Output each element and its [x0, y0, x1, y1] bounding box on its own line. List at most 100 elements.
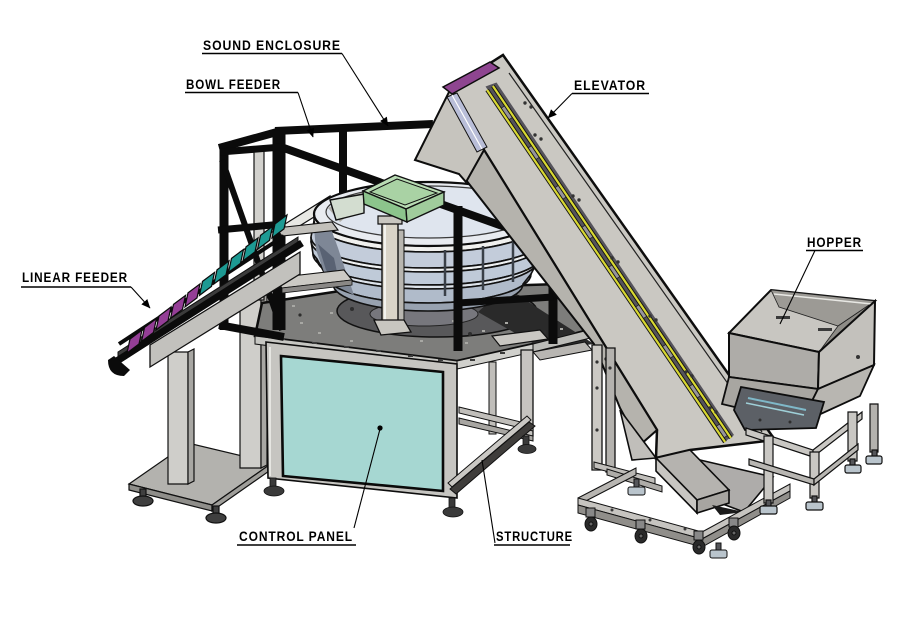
elevator-support [591, 344, 663, 493]
control-panel [279, 354, 445, 493]
elevator-bolt-dots-circle-2 [533, 133, 537, 137]
feeder-buckets-polygon-6 [198, 270, 216, 297]
table-edge-dashes-rect-3 [438, 359, 443, 361]
table-dots [298, 307, 547, 336]
linear-feeder-column-left [167, 351, 189, 485]
hopper-bolt [856, 355, 860, 359]
green-tray [329, 174, 446, 224]
structure-frame [447, 349, 536, 495]
hopper-stand-feet-rect-4 [805, 501, 824, 511]
chute-bolts [758, 418, 792, 424]
table-speckles-rect-3 [505, 322, 508, 324]
enclosure-bar-topback [274, 120, 434, 135]
feeder-buckets-polygon-8 [227, 247, 245, 274]
pedestal-foot [372, 319, 413, 336]
elevator-support-circle-2 [595, 428, 599, 432]
hopper-chute-plate [733, 385, 826, 431]
callout-leader [341, 53, 389, 127]
elevator-bolt-dots-circle-4 [616, 260, 620, 264]
hopper-stand [745, 403, 883, 515]
feeder-buckets-polygon-1 [126, 328, 143, 355]
elevator-bolt-dots-circle-3 [577, 198, 581, 202]
callout-linear-feeder: LINEAR FEEDER [21, 270, 151, 309]
elevator-bolt-dots-circle-5 [654, 318, 658, 322]
elevator-boot-polygon-2 [619, 409, 658, 461]
callout-label-hopper: HOPPER [807, 235, 862, 250]
callout-elevator: ELEVATOR [547, 78, 649, 119]
callout-label-structure: STRUCTURE [496, 529, 573, 544]
hopper-stand-feet-rect-2 [759, 505, 778, 515]
elevator-belt-stripe-line-5 [486, 89, 727, 443]
table-dots-circle-2 [543, 330, 547, 334]
skid-bolts [610, 508, 687, 531]
elevator-seam [508, 72, 763, 433]
side-plate-lower-edge [281, 279, 353, 294]
elevator-bolt-dots-circle-3 [571, 194, 575, 198]
cabinet-feet [263, 435, 537, 518]
elevator-bolt-dots-circle-5 [648, 314, 652, 318]
skid-bolts-circle-2 [683, 527, 687, 531]
table-edge-dashes-rect-2 [344, 346, 349, 348]
elevator-support-circle-3 [595, 360, 599, 364]
linear-feeder-column-left-side [187, 348, 195, 485]
callout-label-elevator: ELEVATOR [574, 78, 646, 93]
feeder-buckets-polygon-9 [242, 236, 259, 263]
feeder-buckets-polygon-5 [184, 282, 201, 309]
skid-bolts-circle-1 [648, 518, 652, 522]
table-speckles-rect-3 [482, 330, 485, 332]
elevator-casters-circle-4 [731, 530, 737, 536]
feeder-buckets-polygon-11 [271, 213, 288, 240]
structure-rail-top [458, 406, 534, 432]
feeder-buckets-polygon-3 [155, 305, 172, 332]
callout-bowl-feeder: BOWL FEEDER [185, 77, 315, 138]
skid-bolts-circle-1 [610, 508, 614, 512]
elevator-casters-rect-3 [635, 519, 646, 530]
hopper-stand-polygon-4 [809, 451, 820, 499]
elevator-bolt-dots-circle-6 [684, 370, 688, 374]
elevator-guide-highlight [451, 94, 483, 150]
hopper-stand-feet-rect-6 [844, 464, 862, 474]
table-dots-circle-2 [468, 332, 472, 336]
feeder-buckets-polygon-4 [169, 293, 187, 320]
linear-feeder-stand [127, 291, 274, 524]
hopper-stand-feet [759, 449, 883, 515]
cabinet-feet-ellipse-2 [442, 506, 464, 518]
table-speckles-rect-5 [560, 328, 563, 330]
feeder-buckets [126, 213, 288, 355]
elevator-hood [413, 85, 486, 184]
callout-control-panel: CONTROL PANEL [237, 425, 383, 546]
table-speckles-rect-4 [420, 340, 423, 342]
table-speckles-rect-5 [465, 342, 468, 344]
tray-inner [368, 178, 439, 206]
hopper-rim-highlight [773, 293, 873, 305]
tray-wall-right [405, 190, 445, 224]
feeder-buckets-polygon-7 [213, 259, 230, 286]
elevator-casters-circle-3 [696, 544, 702, 550]
linear-feeder-feet-ellipse-4 [205, 512, 227, 524]
table-edge-dashes-rect-3 [408, 355, 413, 357]
elevator-bolt-dots-circle-7 [714, 410, 718, 414]
tray-chute [329, 193, 365, 221]
elevator-casters-circle-2 [638, 533, 644, 539]
elevator-casters-circle-1 [588, 521, 594, 527]
elevator-casters-rect-1 [585, 507, 596, 518]
callout-leader [547, 93, 573, 119]
elevator-bolt-dots-circle-7 [708, 406, 712, 410]
callout-sound-enclosure: SOUND ENCLOSURE [202, 38, 389, 127]
elevator-support-circle-4 [608, 366, 612, 370]
elevator-bolt-dots-circle-2 [539, 137, 543, 141]
elevator-boot [619, 409, 775, 515]
table-speckles-rect-4 [318, 332, 321, 334]
structure-post-mid [488, 361, 497, 435]
chute-bolts-circle-1 [758, 418, 762, 422]
skid-feet-rect-4 [709, 549, 728, 559]
table-edge-dashes-rect-4 [470, 359, 475, 361]
callout-label-linear-feeder: LINEAR FEEDER [22, 270, 128, 285]
chute-rail-1 [747, 397, 807, 411]
callout-structure: STRUCTURE [481, 459, 573, 546]
cabinet-feet-rect-3 [522, 435, 530, 446]
feeder-buckets-polygon-2 [140, 317, 158, 343]
pedestal-rod [397, 229, 405, 327]
feeder-end-cap [108, 356, 130, 376]
